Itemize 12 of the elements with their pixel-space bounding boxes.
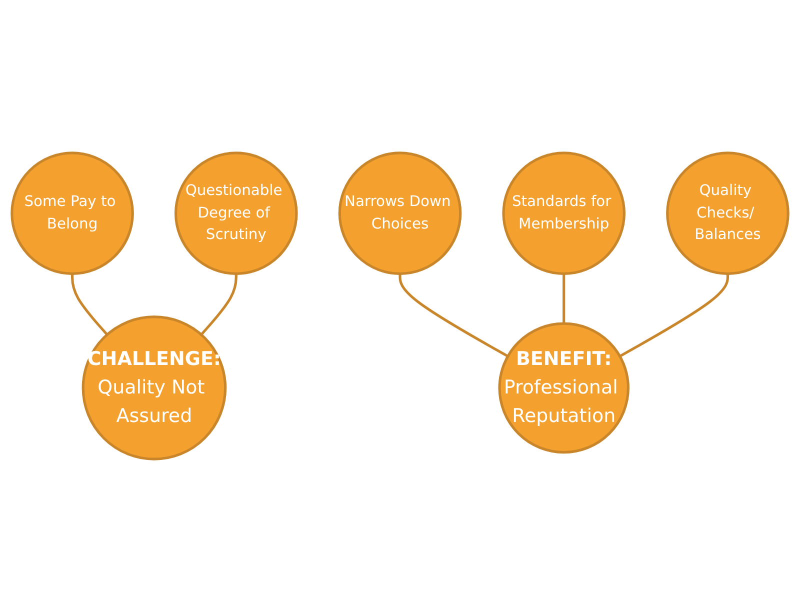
node-circle: Questionable Degree of Scrutiny	[174, 152, 298, 275]
node-circle: Quality Checks/ Balances	[666, 152, 790, 275]
connector	[200, 274, 238, 336]
node-circle: Some Pay to Belong	[10, 152, 134, 275]
node-circle: CHALLENGE: Quality Not Assured	[82, 316, 227, 460]
connector	[619, 274, 730, 358]
connector	[562, 274, 566, 324]
node-circle: Standards for Membership	[502, 152, 626, 275]
node-circle: BENEFIT: Professional Reputation	[498, 322, 630, 454]
node-circle: Narrows Down Choices	[338, 152, 462, 275]
connector	[398, 274, 508, 358]
connector	[70, 274, 108, 336]
